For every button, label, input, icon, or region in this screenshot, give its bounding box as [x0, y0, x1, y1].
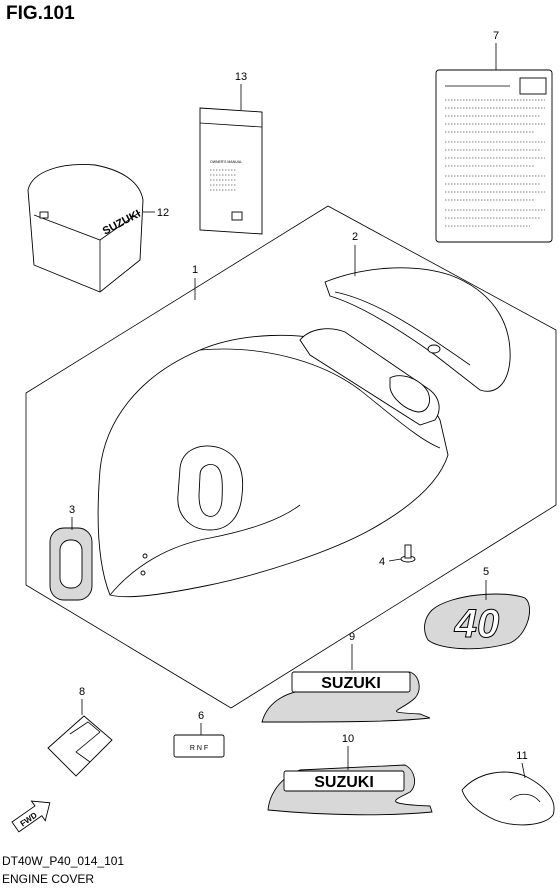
- callout-4: 4: [379, 556, 385, 568]
- callout-2: 2: [352, 231, 358, 243]
- part-5-decal-40: [424, 593, 530, 650]
- callout-1: 1: [192, 264, 198, 276]
- callout-3: 3: [69, 504, 75, 516]
- cover-intake-slot: [198, 464, 223, 517]
- s-emblem-stroke: [69, 721, 101, 763]
- callout-9: 9: [349, 631, 355, 643]
- manual-header-line: [199, 122, 263, 128]
- callout-11: 11: [516, 750, 527, 762]
- caution-icons: [519, 77, 547, 95]
- storage-cover-tab: [39, 211, 49, 219]
- cover-hole-2: [140, 570, 146, 576]
- rear-cap-boss: [427, 344, 441, 354]
- fwd-arrow: FWD: [11, 800, 51, 833]
- callout-10: 10: [342, 733, 354, 745]
- callout-8: 8: [79, 686, 85, 698]
- leader-4: [388, 558, 402, 562]
- cover-hole-1: [142, 553, 148, 559]
- cover-lower-crease: [109, 504, 301, 596]
- part-12-storage-cover: [27, 164, 144, 293]
- rear-cap-crease: [334, 291, 471, 366]
- part-8-s-emblem: [47, 715, 113, 777]
- figure-title: FIG.101: [6, 3, 75, 24]
- figure-code: DT40W_P40_014_101: [2, 854, 125, 868]
- decal-40-text: 40: [454, 602, 500, 646]
- manual-emblem: [231, 211, 243, 221]
- callout-7: 7: [493, 30, 499, 42]
- part-7-caution-label: [435, 69, 553, 243]
- manual-title: OWNER'S MANUAL: [210, 160, 242, 164]
- shift-decal-text: R N F: [190, 745, 208, 752]
- decal-9-text: SUZUKI: [321, 675, 381, 692]
- callout-13: 13: [235, 71, 247, 83]
- decal-10-text: SUZUKI: [314, 774, 374, 791]
- cover-rear-vent: [389, 375, 430, 413]
- part-6-shift-decal: [173, 734, 225, 758]
- callout-5: 5: [483, 566, 489, 578]
- part-1-outline: [25, 205, 557, 709]
- leader-11: [521, 762, 526, 779]
- part-13-manual: [199, 107, 263, 235]
- part-4-screw-shank: [404, 544, 412, 559]
- callout-12: 12: [157, 207, 169, 219]
- callout-6: 6: [198, 710, 204, 722]
- decal-10-logo-box: [283, 770, 405, 792]
- decal-9-logo-box: [291, 671, 411, 693]
- bag-fold: [509, 793, 541, 803]
- figure-name: ENGINE COVER: [2, 872, 95, 886]
- part-3-grommet-hole: [59, 539, 83, 589]
- part-11-bag: [461, 771, 555, 826]
- cover-top-crease: [199, 348, 441, 449]
